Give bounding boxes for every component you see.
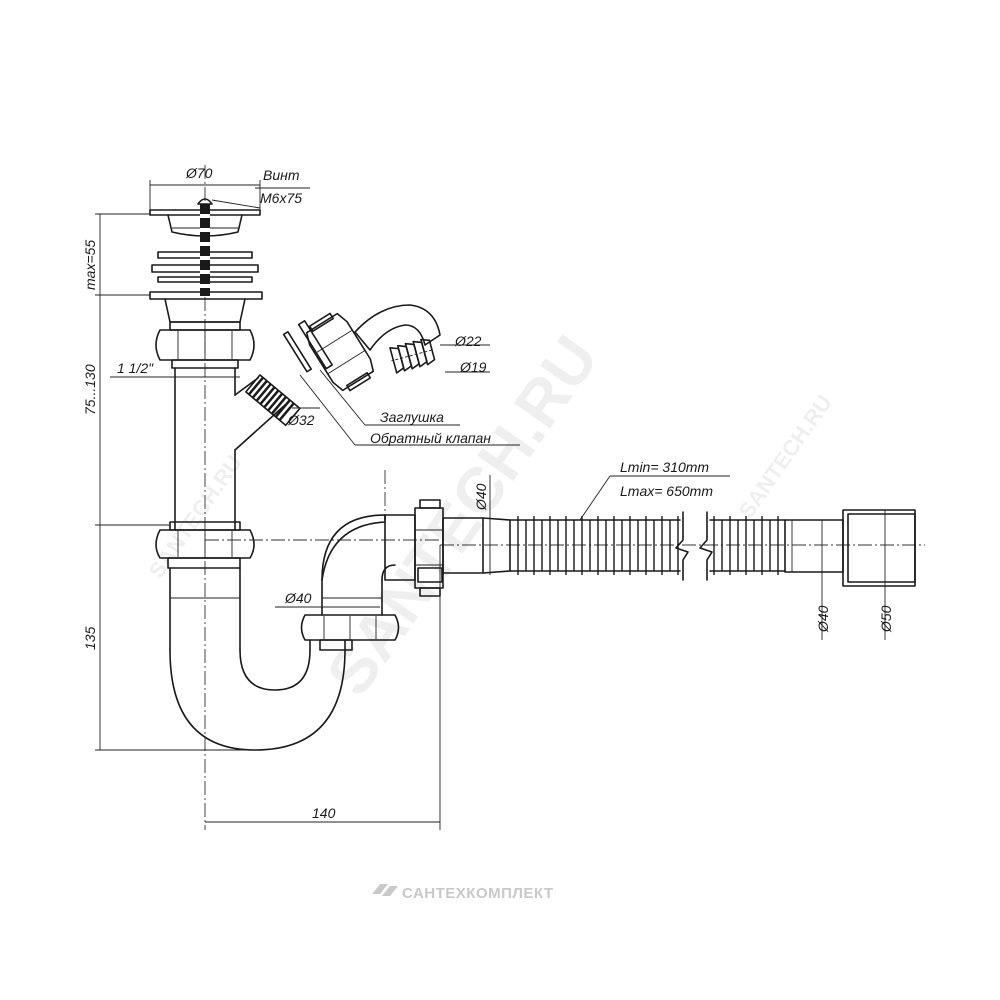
u-trap [169, 567, 400, 751]
brand-logo-icon [372, 884, 398, 896]
label-trap-height: 135 [82, 626, 98, 650]
label-length-min: Lmin= 310mm [620, 459, 709, 475]
label-check-valve: Обратный клапан [370, 430, 491, 446]
label-screw-line1: Винт [263, 167, 300, 183]
strainer-assembly [149, 198, 263, 323]
label-trap-width: 140 [312, 805, 336, 821]
brand-footer: САНТЕХКОМПЛЕКТ [372, 884, 554, 902]
watermark-small-right: SANTECH.RU [734, 390, 837, 522]
brand-name: САНТЕХКОМПЛЕКТ [402, 885, 554, 902]
label-hose-diameter-2: Ø19 [459, 359, 487, 375]
watermark-small-left: SANTECH.RU [144, 450, 247, 582]
label-top-diameter: Ø70 [185, 165, 213, 181]
elbow-outlet [321, 499, 511, 597]
label-corrugated-diameter: Ø40 [473, 483, 489, 511]
dimension-labels: Ø70 Винт M6x75 max=55 75...130 1 1/2" Ø3… [82, 165, 894, 821]
label-length-max: Lmax= 650mm [620, 483, 713, 499]
label-height-range: 75...130 [82, 364, 98, 415]
lower-union-nut [155, 521, 255, 569]
label-pipe-end-outer: Ø50 [878, 605, 894, 633]
upper-union-nut [155, 321, 255, 369]
label-height-max: max=55 [82, 240, 98, 290]
dimension-lines [95, 180, 886, 830]
label-pipe-end-inner: Ø40 [815, 605, 831, 633]
label-plug: Заглушка [380, 409, 444, 425]
center-lines [204, 165, 925, 830]
side-threaded-outlet [245, 374, 301, 427]
label-screw-line2: M6x75 [260, 190, 302, 206]
label-hose-diameter-1: Ø22 [454, 333, 482, 349]
corrugated-hose-right [699, 509, 916, 587]
label-thread: 1 1/2" [117, 360, 154, 376]
label-trap-outlet-diameter: Ø40 [284, 590, 312, 606]
label-side-outlet-diameter: Ø32 [287, 412, 315, 428]
exploded-valve-parts [282, 304, 441, 392]
corrugated-hose-left [509, 511, 689, 581]
